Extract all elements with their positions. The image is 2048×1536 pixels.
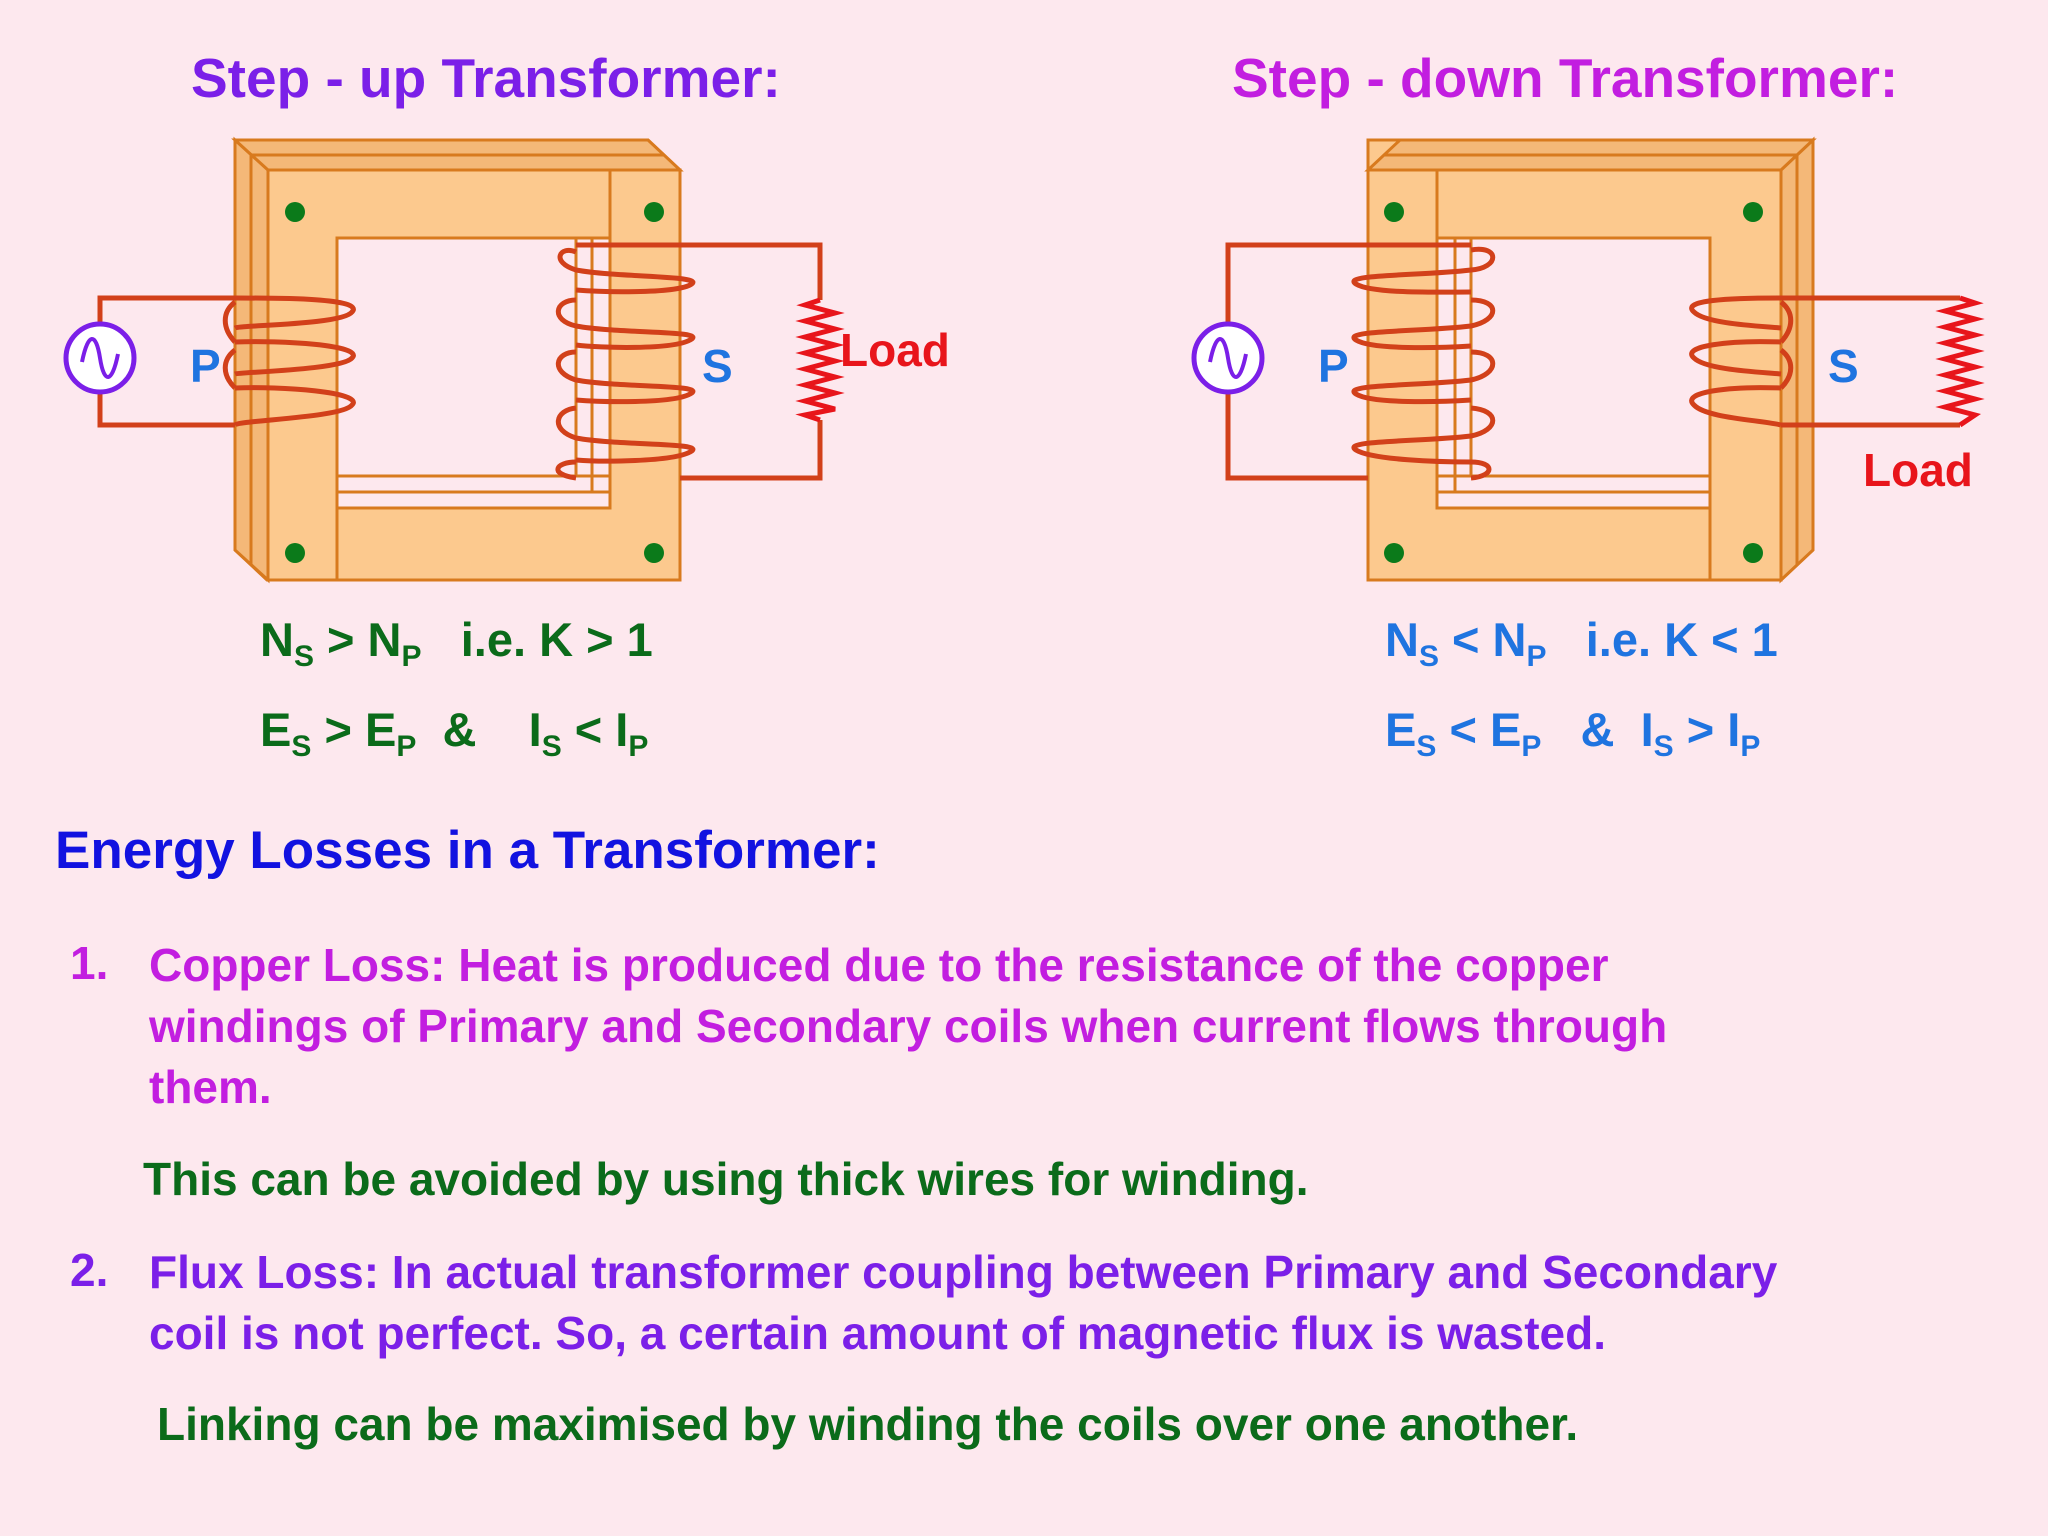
step-down-load-label: Load [1863,444,1973,496]
step-up-bolts [285,202,664,563]
loss-item-flux: Flux Loss: In actual transformer couplin… [149,1242,1777,1364]
step-up-relation-emf-current: ES > EP & IS < IP [260,703,649,763]
flux-loss-remedy: Linking can be maximised by winding the … [157,1398,1579,1450]
step-up-load-label: Load [840,324,950,376]
step-down-load-resistor-icon [1935,295,1985,428]
step-up-primary-circuit [97,295,356,428]
step-down-core [1364,136,1817,584]
step-up-title: Step - up Transformer: [191,47,781,109]
step-down-secondary-circuit [1689,295,1960,428]
step-up-primary-label: P [190,340,221,392]
copper-loss-remedy: This can be avoided by using thick wires… [143,1153,1309,1205]
step-down-relation-turns: NS < NP i.e. K < 1 [1385,613,1778,673]
loss-item-number: 2. [70,1244,109,1296]
loss-line: windings of Primary and Secondary coils … [149,1000,1668,1052]
step-down-primary-circuit [1225,242,1496,481]
energy-losses-heading: Energy Losses in a Transformer: [55,821,880,880]
step-up-secondary-circuit [555,242,823,481]
step-down-ac-source-icon [1191,321,1265,395]
loss-item-number: 1. [70,937,109,989]
step-up-ac-source-icon [63,321,137,395]
loss-line: coil is not perfect. So, a certain amoun… [149,1307,1606,1359]
step-down-secondary-label: S [1828,340,1859,392]
step-down-bolts [1384,202,1763,563]
step-up-relation-turns: NS > NP i.e. K > 1 [260,613,653,673]
step-up-secondary-label: S [702,340,733,392]
loss-item-copper: Copper Loss: Heat is produced due to the… [149,935,1667,1118]
step-down-relation-emf-current: ES < EP & IS > IP [1385,703,1761,763]
step-up-transformer [63,136,845,584]
loss-line: Copper Loss: Heat is produced due to the… [149,939,1609,991]
step-down-transformer [1191,136,1985,584]
step-down-primary-label: P [1318,340,1349,392]
loss-line: them. [149,1061,272,1113]
loss-line: Flux Loss: In actual transformer couplin… [149,1246,1778,1298]
step-up-load-resistor-icon [795,297,845,423]
step-down-title: Step - down Transformer: [1232,47,1899,109]
